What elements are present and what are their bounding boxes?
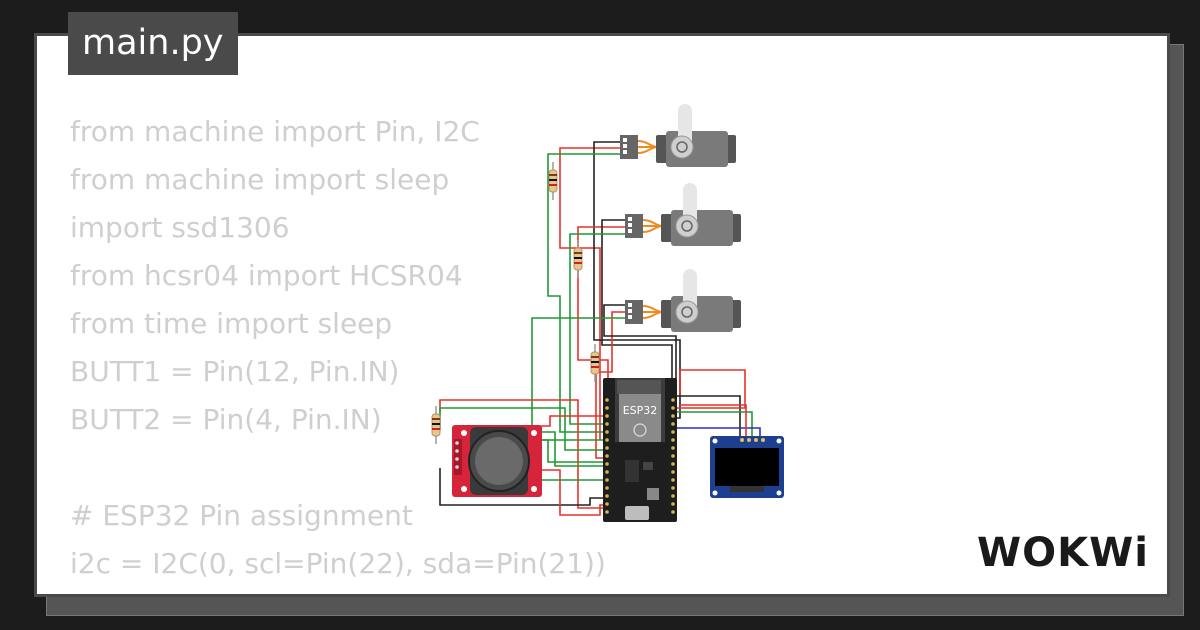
wire-red [525,469,605,516]
code-line: BUTT1 = Pin(12, Pin.IN) [70,355,400,388]
code-line: import ssd1306 [70,211,290,244]
wire-red [595,311,627,459]
wire-green [540,439,605,463]
wire-red [675,369,746,409]
servo-icon [625,269,741,332]
servo-icon [620,104,736,167]
wire-red [540,415,605,427]
code-line: # ESP32 Pin assignment [70,499,413,532]
file-tab[interactable]: main.py [68,12,238,75]
code-line: from machine import sleep [70,163,450,196]
wire-red [439,399,605,509]
code-line: BUTT2 = Pin(4, Pin.IN) [70,403,382,436]
wire-black [593,141,681,419]
wire-red [559,147,622,440]
wire-blue [675,427,761,438]
wokwi-logo[interactable]: WOKWi [975,528,1155,576]
wire-green [569,233,627,425]
wire-black [439,468,605,506]
wire-red [680,404,747,438]
code-block: from machine import Pin, I2C from machine… [70,108,606,588]
resistor-icon [548,162,558,200]
wire-green [540,431,605,467]
code-line: from hcsr04 import HCSR04 [70,259,463,292]
joystick-icon [452,425,542,497]
code-line: from machine import Pin, I2C [70,115,480,148]
esp32-board-icon: ESP32 [603,378,677,522]
wire-green [547,153,622,433]
wire-green [675,411,753,438]
wire-green [531,317,627,441]
code-line: i2c = I2C(0, scl=Pin(22), sda=Pin(21)) [70,547,606,580]
servo-icon [625,183,741,246]
wires [439,141,761,516]
resistor-icon [431,406,441,444]
wire-black [675,395,741,438]
oled-display-icon [710,436,784,498]
logo-text: WOKWi [977,530,1149,576]
code-line: from time import sleep [70,307,393,340]
resistor-icon [573,240,583,278]
resistor-icon [590,344,600,382]
mcu-label: ESP32 [623,404,658,417]
